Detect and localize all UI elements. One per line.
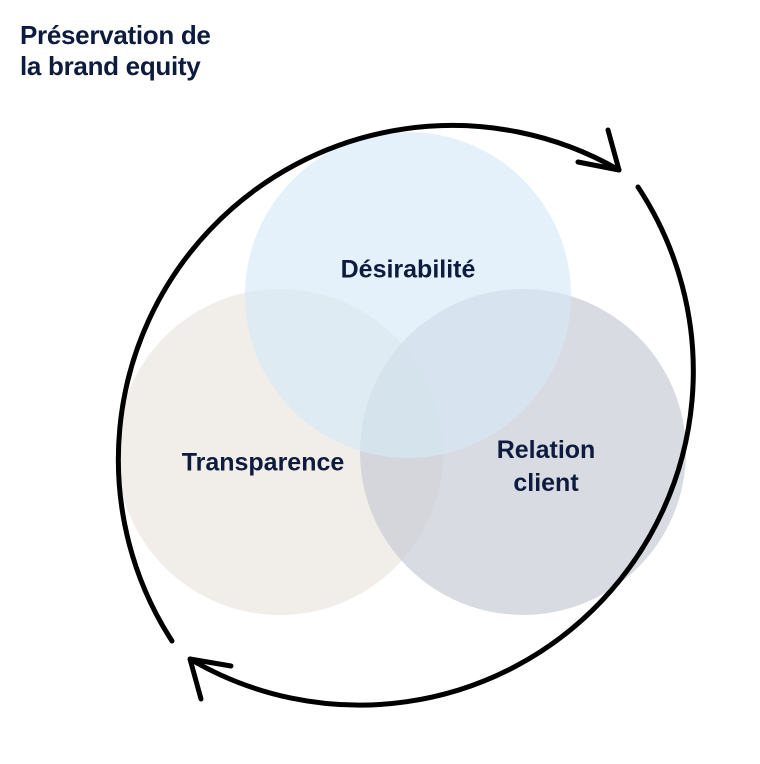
arrow-head-top-right-icon	[575, 127, 622, 173]
label-relation-client: Relation client	[497, 434, 596, 500]
title-line-1: Préservation de	[20, 20, 211, 50]
label-desirabilite: Désirabilité	[341, 254, 476, 287]
label-transparence-line-1: Transparence	[181, 448, 345, 477]
arrow-head-bottom-left-icon	[187, 656, 234, 702]
title-line-2: la brand equity	[20, 51, 201, 81]
circle-desirabilite	[245, 132, 571, 458]
cycle-arc-lower	[187, 184, 696, 708]
diagram-title: Préservation de la brand equity	[20, 20, 211, 82]
label-desirabilite-line-1: Désirabilité	[340, 255, 476, 284]
label-relation-client-line-2: client	[513, 469, 579, 497]
cycle-arc-upper	[115, 123, 622, 644]
label-relation-client-line-1: Relation	[496, 436, 596, 464]
label-transparence: Transparence	[182, 447, 345, 480]
